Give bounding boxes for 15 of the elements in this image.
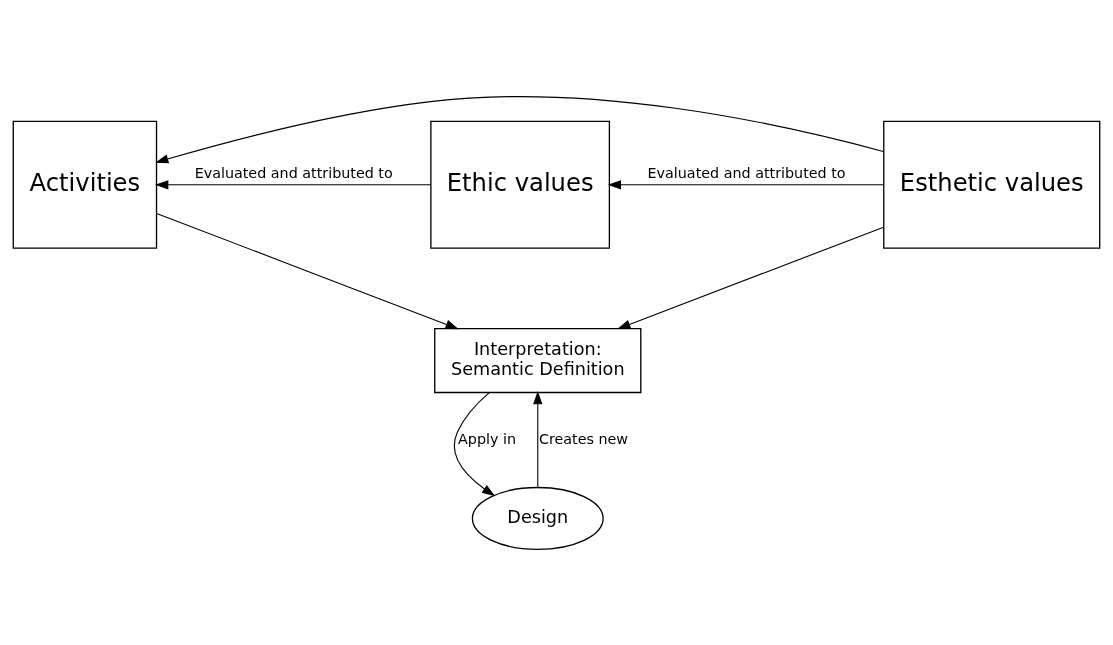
node-box: Ethic values — [430, 120, 611, 249]
arrow — [155, 95, 884, 163]
node-box: Activities — [12, 120, 158, 249]
node-box: Interpretation: Semantic Definition — [434, 327, 642, 393]
arrow — [155, 179, 432, 189]
edge-label: Apply in — [458, 430, 517, 447]
arrow — [453, 391, 496, 496]
arrow — [156, 212, 459, 329]
arrow — [607, 179, 884, 189]
edge-label: Evaluated and attributed to — [194, 164, 393, 181]
arrow — [617, 226, 885, 329]
node-box: Esthetic values — [883, 120, 1101, 249]
arrow — [533, 390, 543, 487]
edge-label: Creates new — [538, 430, 629, 447]
edge-label: Evaluated and attributed to — [647, 164, 846, 181]
